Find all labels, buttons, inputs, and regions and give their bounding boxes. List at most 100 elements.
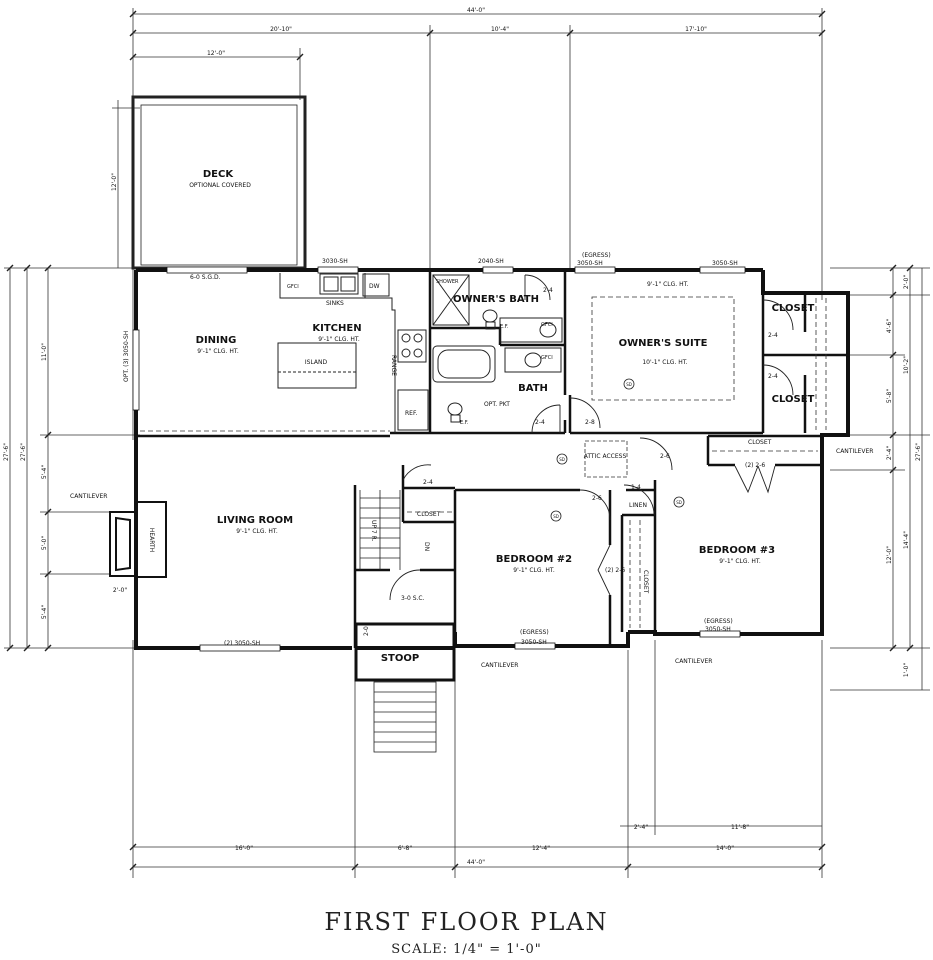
living-window-label: (2) 3050-SH (224, 640, 260, 647)
dimension-lines (4, 8, 930, 878)
dim-right-g: 12'-0" (886, 546, 893, 564)
owners-bath-label: OWNER'S BATH (453, 294, 539, 305)
dim-deck-width: 12'-0" (207, 50, 225, 57)
dimension-ticks (6, 10, 914, 871)
door-label: 2-0 (363, 626, 370, 636)
window-3050-label: 3050-SH (712, 260, 738, 267)
dim-left-total2: 27'-6" (20, 443, 27, 461)
window-2040-label: 2040-SH (478, 258, 504, 265)
bed3-window-label: 3050-SH (705, 626, 731, 633)
dim-right-c: 4'-6" (886, 319, 893, 333)
egress-label: (EGRESS) (520, 629, 549, 636)
bedroom3-label: BEDROOM #3 (699, 545, 775, 556)
bed2-window-label: 3050-SH (521, 639, 547, 646)
stoop-outline (354, 622, 456, 682)
door-label: 2-6 (592, 495, 602, 502)
door-label: 2-4 (768, 373, 778, 380)
closet-bottom-label: CLOSET (772, 394, 815, 405)
closet-label: CLOSET (417, 511, 441, 518)
fixture-labels: 6-0 S.G.D. 3030-SH GFCI SINKS DW RANGE R… (70, 252, 873, 669)
dn-label: DN (423, 542, 430, 551)
dim-right-d: 5'-8" (886, 389, 893, 403)
dim-top-b: 10'-4" (491, 26, 509, 33)
cantilever-label: CANTILEVER (836, 448, 873, 455)
deck-label: DECK (203, 169, 234, 180)
cantilever-label: CANTILEVER (481, 662, 518, 669)
dim-bottom-d: 14'-0" (716, 845, 734, 852)
door-label: 2-4 (543, 287, 553, 294)
up-label: UP 7 R. (370, 520, 377, 542)
closet-label: CLOSET (748, 439, 772, 446)
dashed-lines (140, 296, 827, 628)
dim-top-total: 44'-0" (467, 7, 485, 14)
egress-label: (EGRESS) (704, 618, 733, 625)
door-label: (2) 2-6 (745, 462, 765, 469)
dim-left-hearth: 2'-0" (113, 587, 127, 594)
dim-right-e: 2'-4" (886, 446, 893, 460)
dim-top-c: 17'-10" (685, 26, 707, 33)
owners-clg-label: 9'-1" CLG. HT. (647, 281, 689, 288)
dim-left-total: 27'-6" (3, 443, 10, 461)
room-labels: DECK OPTIONAL COVERED DINING 9'-1" CLG. … (148, 169, 815, 664)
bedroom2-sub: 9'-1" CLG. HT. (513, 567, 555, 574)
exterior-walls (134, 268, 850, 650)
sd-label: SD (626, 382, 632, 387)
gfci-label: GFCI (541, 322, 553, 328)
closet-top-label: CLOSET (772, 303, 815, 314)
door-label: (2) 2-6 (605, 567, 625, 574)
dim-right-b: 10'-2" (903, 356, 910, 374)
windows (132, 266, 746, 652)
sgd-label: 6-0 S.G.D. (190, 274, 221, 281)
opt-pkt-label: OPT. PKT (484, 401, 510, 408)
owners-suite-label: OWNER'S SUITE (619, 338, 708, 349)
door-label: 1-4 (631, 484, 641, 491)
window-3050-label: 3050-SH (577, 260, 603, 267)
living-room-label: LIVING ROOM (217, 515, 293, 526)
sd-label: SD (676, 500, 682, 505)
smoke-detector-labels: SD SD SD SD (553, 382, 682, 519)
sd-label: SD (559, 457, 565, 462)
door-label: 2-4 (535, 419, 545, 426)
egress-label: (EGRESS) (582, 252, 611, 259)
shower-label: SHOWER (436, 279, 459, 285)
living-room-sub: 9'-1" CLG. HT. (236, 528, 278, 535)
dim-bottom-e: 2'-4" (634, 824, 648, 831)
range-label: RANGE (390, 355, 397, 376)
plan-scale: SCALE: 1/4" = 1'-0" (391, 942, 542, 957)
cantilever-label: CANTILEVER (675, 658, 712, 665)
kitchen-sub: 9'-1" CLG. HT. (318, 336, 360, 343)
bedroom2-label: BEDROOM #2 (496, 554, 572, 565)
dim-right-total: 27'-6" (915, 443, 922, 461)
dim-left-d: 5'-4" (41, 605, 48, 619)
dining-label: DINING (196, 335, 237, 346)
interior-walls (136, 270, 848, 648)
smoke-detectors (550, 378, 685, 522)
dim-right-h: 1'-0" (903, 663, 910, 677)
attic-access-label: ATTIC ACCESS (584, 453, 627, 460)
dim-bottom-b: 6'-8" (398, 845, 412, 852)
dim-bottom-a: 16'-0" (235, 845, 253, 852)
door-label: 2-6 (660, 453, 670, 460)
dim-bottom-total: 44'-0" (467, 859, 485, 866)
linen-label: LINEN (629, 502, 647, 509)
ef-label: E.F. (500, 324, 509, 330)
gfci-label: GFCI (287, 284, 299, 290)
door-label: 2-8 (585, 419, 595, 426)
hearth-label: HEARTH (148, 528, 155, 552)
dim-deck-depth: 12'-0" (111, 173, 118, 191)
island-label: ISLAND (305, 359, 328, 366)
fireplace (109, 501, 167, 578)
door-label: 2-4 (768, 332, 778, 339)
dimension-text: 44'-0" 20'-10" 10'-4" 17'-10" 12'-0" 12'… (3, 7, 922, 866)
dim-right-f: 14'-4" (903, 531, 910, 549)
stoop-label: STOOP (381, 653, 419, 664)
dim-left-b: 5'-4" (41, 465, 48, 479)
stairs (359, 490, 437, 753)
dim-bottom-f: 11'-8" (731, 824, 749, 831)
bath-label: BATH (518, 383, 548, 394)
closet-label: CLOSET (642, 570, 649, 594)
floor-plan: SD SD SD SD DECK OPTIONAL COVERED DINING… (3, 7, 930, 878)
plan-title: FIRST FLOOR PLAN (324, 908, 609, 936)
ef-label: E.F. (460, 420, 469, 426)
dining-sub: 9'-1" CLG. HT. (197, 348, 239, 355)
